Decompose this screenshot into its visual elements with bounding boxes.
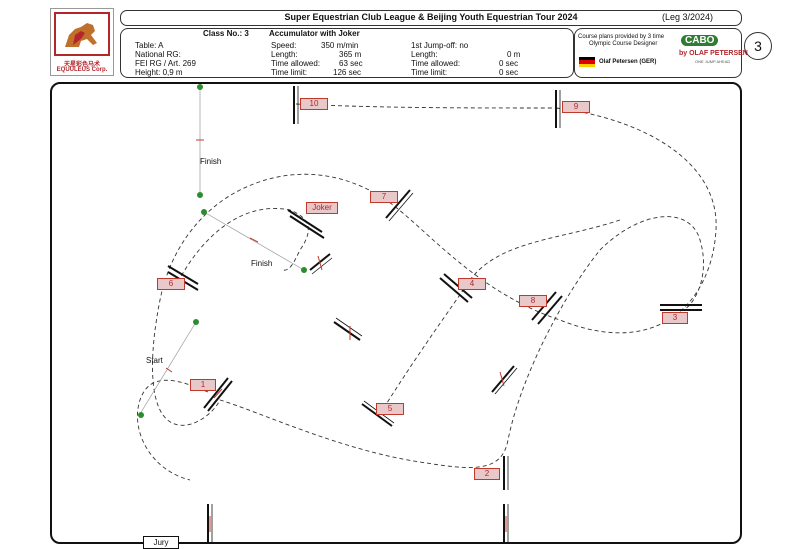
course-route: [137, 103, 717, 481]
jump-label-4: 4: [458, 278, 486, 290]
route-path-start-loop: [137, 379, 209, 481]
time-allowed-value: 63 sec: [339, 59, 363, 68]
jump-label-6: 6: [157, 278, 185, 290]
jump-label-1: 1: [190, 379, 216, 391]
jumpoff-time-allowed-value: 0 sec: [499, 59, 519, 68]
jumpoff-time-allowed-label: Time allowed:: [411, 59, 461, 68]
start-finish-lines: [139, 88, 305, 415]
length-value: 365 m: [339, 50, 362, 59]
obstacles: [167, 86, 702, 544]
jump-label-3: 3: [662, 312, 688, 324]
fei-rg-text: FEI RG / Art. 269: [135, 59, 196, 68]
jump-label-joker: Joker: [306, 202, 338, 214]
start-line: [139, 321, 197, 415]
time-limit-label: Time limit:: [271, 68, 308, 77]
speed-label: Speed:: [271, 41, 297, 50]
obstacle-joker: [287, 209, 325, 239]
class-info-panel: Class No.: 3 Accumulator with Joker Tabl…: [120, 28, 574, 78]
designer-panel: Course plans provided by 3 time Olympic …: [574, 28, 748, 78]
spare-obstacle: [309, 253, 333, 275]
horse-logo-icon: [54, 12, 110, 56]
obstacle-3: [660, 304, 702, 311]
designer-line2: Olympic Course Designer: [589, 41, 658, 47]
finish-line-2: [203, 211, 305, 271]
leg-label: (Leg 3/2024): [661, 12, 713, 22]
finish-flag-icon: [197, 84, 203, 90]
route-path-joker: [177, 208, 309, 283]
direction-arrow-icon: [499, 371, 505, 387]
designer-name: Olaf Petersen (GER): [599, 59, 657, 65]
jump-label-10: 10: [300, 98, 328, 110]
finish-flag-icon: [197, 192, 203, 198]
obstacle-9: [555, 90, 561, 128]
height-text: Height: 0,9 m: [135, 68, 183, 77]
finish-flag-icon: [201, 209, 207, 215]
jump-label-7: 7: [370, 191, 398, 203]
route-path-top: [295, 103, 557, 109]
length-label: Length:: [271, 50, 298, 59]
obstacle-1: [203, 377, 233, 412]
jump-label-2: 2: [474, 468, 500, 480]
jump-label-9: 9: [562, 101, 590, 113]
jury-box: Jury: [143, 536, 179, 549]
route-path-main: [152, 107, 717, 468]
designer-line1: Course plans provided by 3 time: [578, 34, 665, 40]
direction-arrow-icon: [249, 237, 259, 243]
jump-label-8: 8: [519, 295, 547, 307]
finish-flag-icon: [301, 267, 307, 273]
class-name: Accumulator with Joker: [269, 29, 360, 38]
spare-obstacle: [207, 504, 213, 544]
start-label: Start: [146, 356, 163, 365]
start-flag-icon: [193, 319, 199, 325]
logo-chinese-text: 天星彩色马术: [63, 62, 100, 68]
obstacle-10: [293, 86, 299, 124]
class-no: Class No.: 3: [203, 29, 249, 38]
arena-boundary: [50, 82, 742, 544]
table-text: Table: A: [135, 41, 164, 50]
national-rg-text: National RG:: [135, 50, 181, 59]
route-path-inner: [379, 219, 621, 415]
event-title: Super Equestrian Club League & Beijing Y…: [284, 12, 578, 22]
finish-label-1: Finish: [200, 157, 222, 166]
obstacle-7: [385, 189, 414, 222]
jumpoff-length-value: 0 m: [507, 50, 521, 59]
jumpoff-length-label: Length:: [411, 50, 438, 59]
start-finish-flags: [138, 84, 307, 418]
spare-obstacle: [491, 365, 518, 395]
direction-arrow-icon: [317, 255, 323, 271]
speed-value: 350 m/min: [321, 41, 359, 50]
jumpoff-time-limit-label: Time limit:: [411, 68, 448, 77]
logo-english-text: EQUULEUS Corp.: [56, 67, 108, 73]
finish-label-2: Finish: [251, 259, 273, 268]
time-limit-value: 126 sec: [333, 68, 362, 77]
club-logo: 天星彩色马术 EQUULEUS Corp.: [50, 8, 114, 76]
title-bar: Super Equestrian Club League & Beijing Y…: [120, 10, 742, 26]
german-flag-icon: [579, 57, 595, 67]
direction-markers: [165, 139, 507, 532]
cabo-tagline: ONE JUMP AHEAD: [695, 59, 731, 64]
spare-obstacle: [333, 317, 363, 341]
jumpoff-time-limit-value: 0 sec: [499, 68, 519, 77]
course-number-badge: 3: [744, 32, 772, 60]
obstacle-2: [503, 456, 509, 490]
cabo-logo: CABO: [681, 35, 719, 46]
jump-label-5: 5: [376, 403, 404, 415]
direction-arrow-icon: [165, 367, 173, 373]
spare-obstacle: [503, 504, 509, 544]
jumpoff-label: 1st Jump-off: no: [411, 41, 469, 50]
start-flag-icon: [138, 412, 144, 418]
time-allowed-label: Time allowed:: [271, 59, 321, 68]
cabo-subtitle: by OLAF PETERSEN: [679, 50, 748, 57]
